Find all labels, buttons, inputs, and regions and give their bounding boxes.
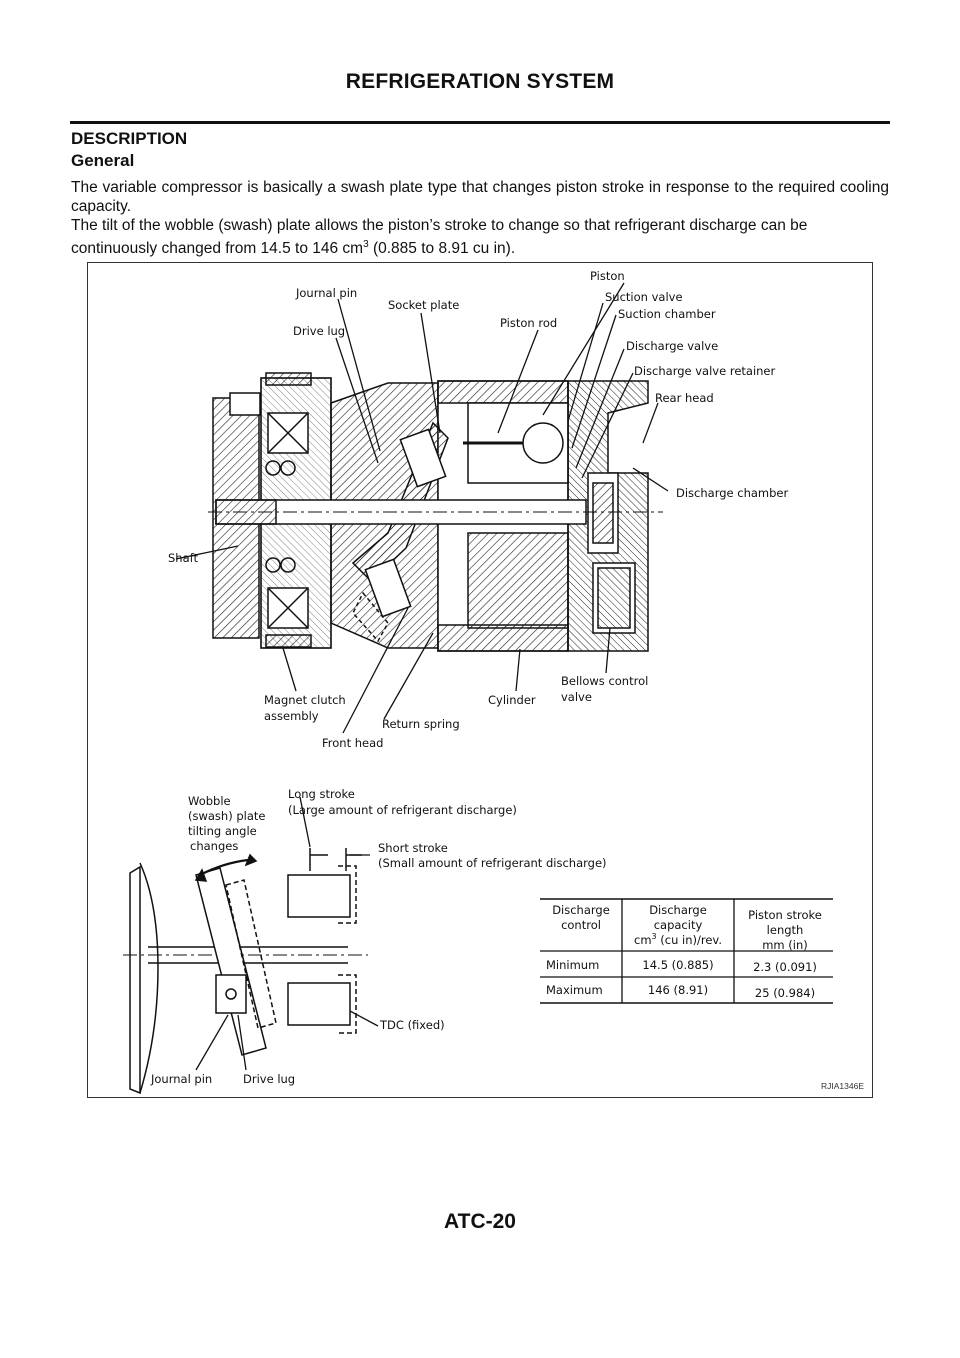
label-long-stroke-2: (Large amount of refrigerant discharge) bbox=[288, 803, 517, 817]
table-head-capacity-3: cm3 (cu in)/rev. bbox=[634, 932, 722, 947]
label-socket-plate: Socket plate bbox=[388, 298, 459, 312]
table-head-sup: 3 bbox=[652, 932, 657, 941]
stroke-diagram bbox=[123, 848, 368, 1095]
table-head-stroke-2: length bbox=[767, 923, 804, 937]
label-short-stroke-2: (Small amount of refrigerant discharge) bbox=[378, 856, 607, 870]
label-wobble-3: tilting angle bbox=[188, 824, 257, 838]
table-head-stroke-3: mm (in) bbox=[762, 938, 808, 952]
label-return-spring: Return spring bbox=[382, 717, 460, 731]
label-magnet-clutch-1: Magnet clutch bbox=[264, 693, 346, 707]
table-head-stroke-1: Piston stroke bbox=[748, 908, 822, 922]
page-header: REFRIGERATION SYSTEM bbox=[345, 70, 615, 93]
spec-table: Discharge control Discharge capacity cm3… bbox=[540, 898, 833, 1004]
subsection-title: General bbox=[71, 151, 135, 170]
table-row-min-stroke: 2.3 (0.091) bbox=[753, 960, 817, 974]
label-drive-lug: Drive lug bbox=[293, 324, 345, 338]
table-row-max-control: Maximum bbox=[546, 983, 603, 997]
label-rear-head: Rear head bbox=[655, 391, 714, 405]
section-title: DESCRIPTION bbox=[71, 129, 188, 148]
table-row-min-capacity: 14.5 (0.885) bbox=[642, 958, 713, 972]
table-head-capacity-1: Discharge bbox=[649, 903, 707, 917]
label-shaft: Shaft bbox=[168, 551, 198, 565]
leader-lines bbox=[175, 282, 669, 734]
label-bellows-1: Bellows control bbox=[561, 674, 648, 688]
table-row-min-control: Minimum bbox=[546, 958, 599, 972]
paragraph-2: The tilt of the wobble (swash) plate all… bbox=[71, 216, 889, 258]
label-short-stroke-1: Short stroke bbox=[378, 841, 448, 855]
label-discharge-valve-retainer: Discharge valve retainer bbox=[634, 364, 776, 378]
table-head-unit: (cu in)/rev. bbox=[657, 933, 722, 947]
table-head-cm: cm bbox=[634, 933, 652, 947]
label-cylinder: Cylinder bbox=[488, 693, 536, 707]
label-suction-chamber: Suction chamber bbox=[618, 307, 716, 321]
label-tdc: TDC (fixed) bbox=[379, 1018, 445, 1032]
table-head-control-2: control bbox=[561, 918, 601, 932]
label-discharge-chamber: Discharge chamber bbox=[676, 486, 788, 500]
superscript-3: 3 bbox=[363, 239, 369, 250]
label-journal-pin-2: Journal pin bbox=[150, 1072, 212, 1086]
label-journal-pin: Journal pin bbox=[295, 286, 357, 300]
label-wobble-4: changes bbox=[190, 839, 238, 853]
label-magnet-clutch-2: assembly bbox=[264, 709, 319, 723]
label-discharge-valve: Discharge valve bbox=[626, 339, 718, 353]
table-row-max-capacity: 146 (8.91) bbox=[648, 983, 708, 997]
part-labels: Piston Journal pin Socket plate Suction … bbox=[168, 269, 788, 750]
label-front-head: Front head bbox=[322, 736, 383, 750]
paragraph-2-end: (0.885 to 8.91 cu in). bbox=[368, 240, 516, 257]
label-piston: Piston bbox=[590, 269, 625, 283]
figure-id: RJIA1346E bbox=[821, 1081, 864, 1091]
label-bellows-2: valve bbox=[561, 690, 592, 704]
paragraph-1: The variable compressor is basically a s… bbox=[71, 179, 889, 215]
label-wobble-2: (swash) plate bbox=[188, 809, 265, 823]
label-drive-lug-2: Drive lug bbox=[243, 1072, 295, 1086]
stroke-leader-lines bbox=[195, 796, 379, 1071]
stroke-labels: Wobble (swash) plate tilting angle chang… bbox=[150, 787, 607, 1086]
header-rule bbox=[70, 121, 890, 124]
page-number: ATC-20 bbox=[444, 1210, 516, 1233]
label-suction-valve: Suction valve bbox=[605, 290, 683, 304]
label-wobble-1: Wobble bbox=[188, 794, 231, 808]
compressor-cross-section bbox=[208, 372, 663, 652]
compressor-diagram: Piston Journal pin Socket plate Suction … bbox=[123, 269, 833, 1095]
label-piston-rod: Piston rod bbox=[500, 316, 557, 330]
table-head-capacity-2: capacity bbox=[654, 918, 703, 932]
paragraph-2-text: The tilt of the wobble (swash) plate all… bbox=[71, 217, 808, 257]
label-long-stroke-1: Long stroke bbox=[288, 787, 355, 801]
table-row-max-stroke: 25 (0.984) bbox=[755, 986, 815, 1000]
compressor-figure: Piston Journal pin Socket plate Suction … bbox=[87, 262, 873, 1098]
table-head-control-1: Discharge bbox=[552, 903, 610, 917]
